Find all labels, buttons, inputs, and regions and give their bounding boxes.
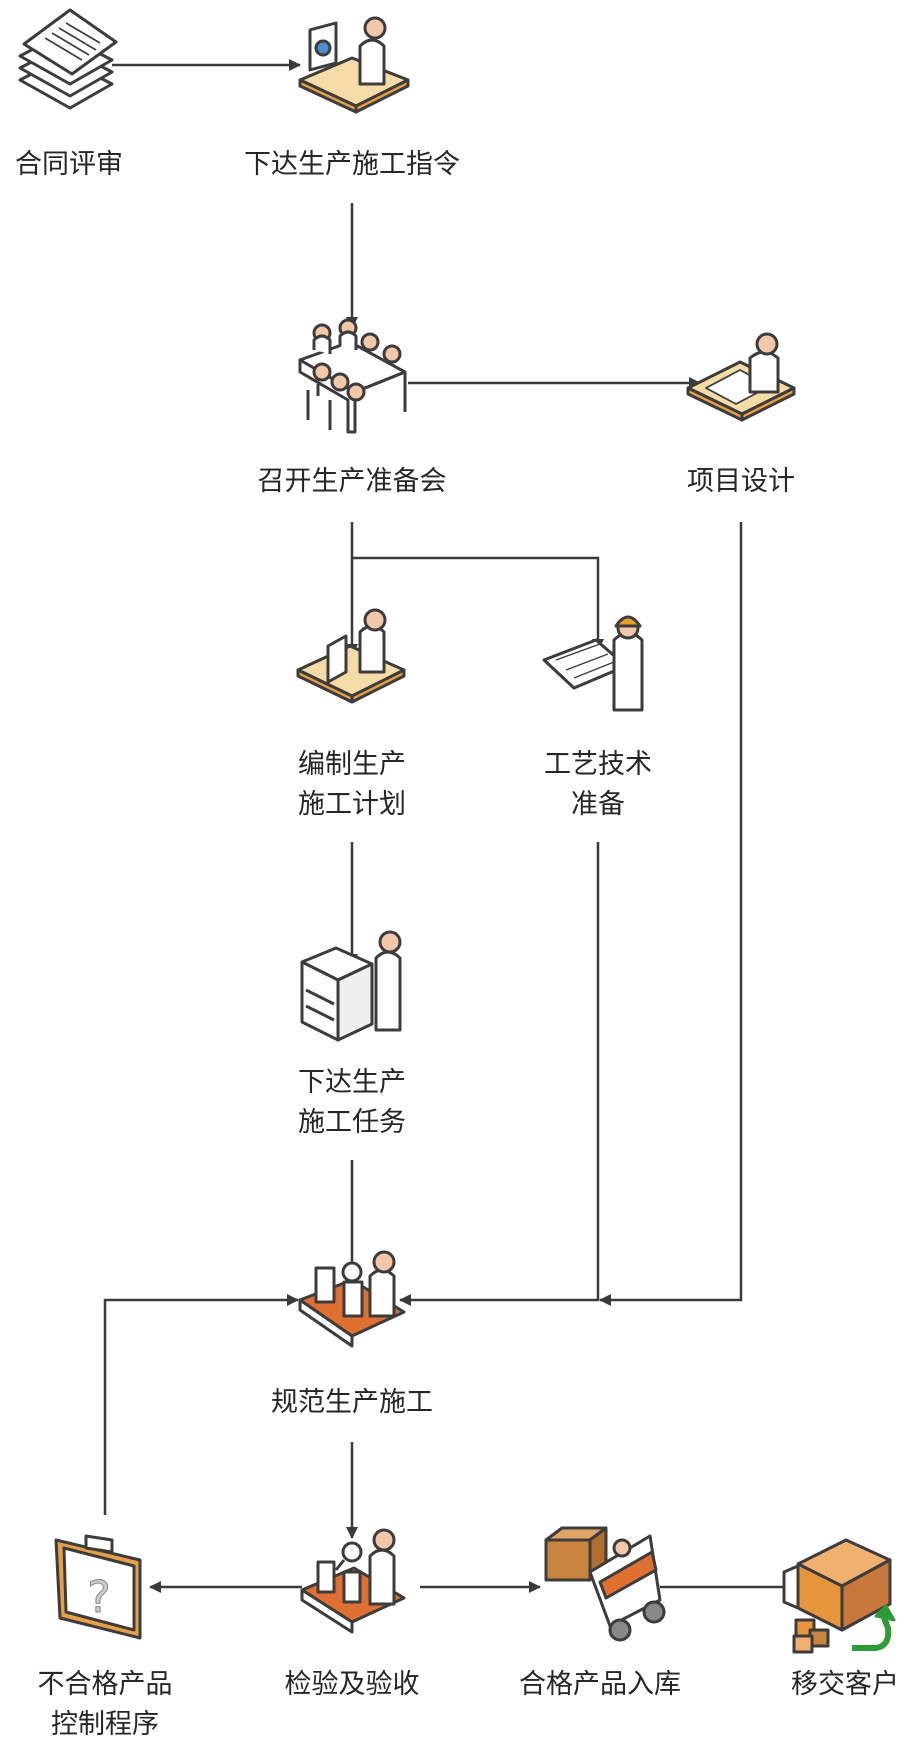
label-nonconforming-line2: 控制程序 [51,1709,159,1740]
arrow-process-prep-to-production [399,842,600,1306]
delivery-truck-icon [782,1538,896,1654]
person-at-computer-icon [296,608,406,704]
label-prep-meeting: 召开生产准备会 [257,466,447,497]
documents-stack-icon [18,8,118,110]
label-warehousing: 合格产品入库 [519,1669,681,1700]
label-make-plan-line1: 编制生产 [298,749,406,780]
assembly-line-icon [298,1250,406,1348]
label-process-prep: 工艺技术 准备 [544,745,652,825]
label-nonconforming: 不合格产品 控制程序 [38,1665,173,1745]
inspection-line-icon [300,1528,406,1634]
label-delivery: 移交客户 [791,1669,899,1700]
label-issue-task: 下达生产 施工任务 [298,1063,406,1143]
label-nonconforming-line1: 不合格产品 [37,1669,173,1700]
label-inspection: 检验及验收 [284,1669,420,1700]
meeting-table-icon [298,318,407,434]
svg-text:?: ? [87,1572,110,1623]
label-process-prep-line2: 准备 [571,789,625,820]
label-issue-order: 下达生产施工指令 [244,149,460,180]
label-production: 规范生产施工 [271,1387,433,1418]
arrow-nonconforming-to-production [103,1294,299,1515]
forklift-icon [544,1526,666,1642]
label-contract-review: 合同评审 [15,149,123,180]
label-make-plan: 编制生产 施工计划 [298,745,406,825]
arrow-design-to-production [599,522,743,1306]
designer-drafting-icon [686,332,796,422]
label-issue-task-line2: 施工任务 [298,1107,406,1138]
label-make-plan-line2: 施工计划 [298,789,406,820]
label-process-prep-line1: 工艺技术 [544,749,652,780]
label-project-design: 项目设计 [687,466,795,497]
clipboard-question-icon: ? [54,1534,142,1640]
copier-machine-icon [300,930,402,1042]
person-at-desk-icon [298,16,410,114]
connectors [103,59,797,1593]
worker-blueprint-icon [542,615,644,712]
label-issue-task-line1: 下达生产 [298,1067,406,1098]
arrow-meeting-to-process-prep [352,556,604,651]
